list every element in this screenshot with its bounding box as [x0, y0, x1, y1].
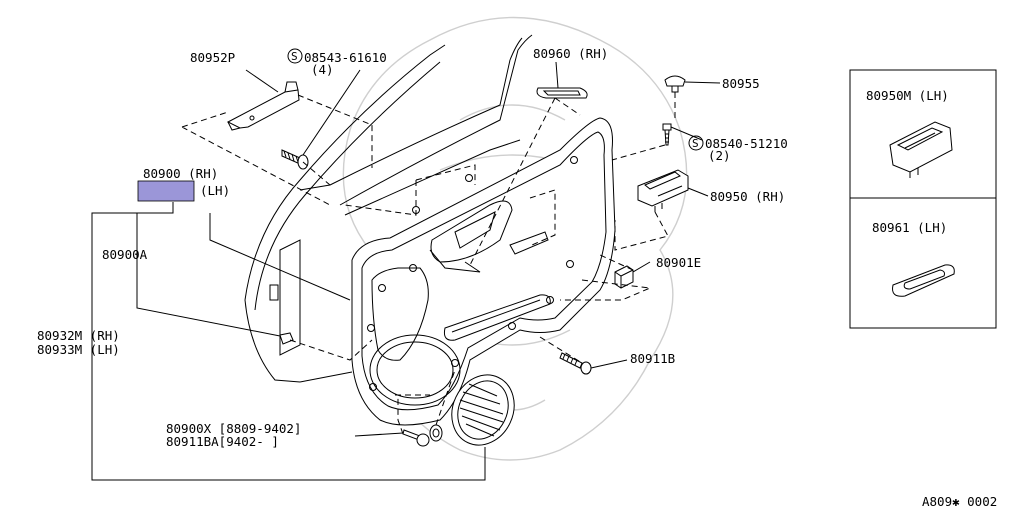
label-80955: 80955 [722, 76, 760, 91]
label-80911b: 80911B [630, 351, 675, 366]
screw-80900x [402, 424, 443, 447]
speaker-grille [451, 374, 515, 446]
label-80950: 80950 (RH) [710, 189, 785, 204]
label-08540-qty: (2) [708, 148, 731, 163]
label-80911ba: 80911BA[9402- ] [166, 434, 279, 449]
label-80961: 80961 (LH) [872, 220, 947, 235]
label-80950m: 80950M (LH) [866, 88, 949, 103]
label-80900-lh: (LH) [200, 183, 230, 198]
switch-80950m [889, 121, 953, 178]
door-trim-panel [351, 117, 616, 426]
label-08543-61610: 08543-61610 [304, 50, 387, 65]
label-80952p: 80952P [190, 50, 235, 65]
dashed-leaders [181, 92, 676, 435]
label-80933m: 80933M (LH) [37, 342, 120, 357]
clip-80932m [279, 332, 294, 345]
svg-text:S: S [291, 50, 298, 63]
inset-panel-lh: 80950M (LH) 80961 (LH) [849, 69, 997, 329]
switch-80950 [637, 169, 689, 212]
label-08540-51210: 08540-51210 [705, 136, 788, 151]
label-80901e: 80901E [656, 255, 701, 270]
callout-lines [91, 61, 721, 481]
label-80960: 80960 (RH) [533, 46, 608, 61]
label-80932m: 80932M (RH) [37, 328, 120, 343]
s-symbol-icon: S [287, 48, 303, 64]
s-symbol-icon: S [688, 135, 704, 151]
bracket-80952p [226, 81, 300, 131]
svg-text:S: S [692, 137, 699, 150]
pull-handle-80961 [892, 264, 955, 297]
door-body [244, 34, 533, 383]
screw-80911b [559, 352, 592, 375]
label-80900x: 80900X [8809-9402] [166, 421, 301, 436]
label-08543-qty: (4) [311, 62, 334, 77]
label-80900: 80900 (RH) [143, 166, 218, 181]
highlight-80900 [137, 180, 195, 202]
screw-08540-51210 [662, 123, 672, 146]
figure-code: A809✱ 0002 [922, 494, 997, 509]
clip-80955 [664, 75, 686, 93]
label-80900a: 80900A [102, 247, 148, 262]
pull-handle-80960 [536, 87, 588, 99]
